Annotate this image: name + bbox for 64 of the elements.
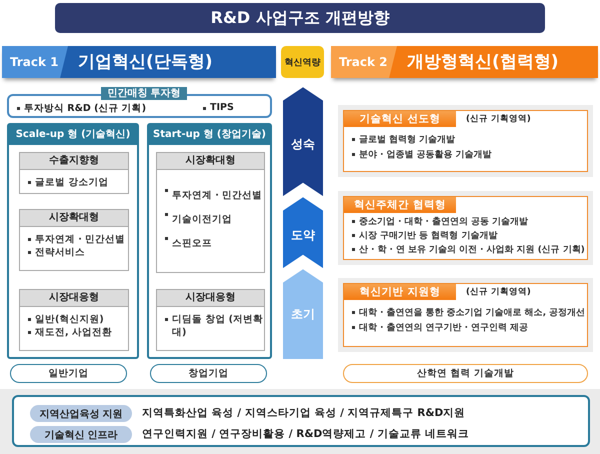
category-pill	[10, 364, 127, 383]
card-heading: 혁신주체간 협력형	[344, 197, 456, 213]
bullet-text: 투자방식 R&D (신규 기획)	[15, 102, 146, 115]
bullet-text: 스핀오프	[163, 232, 264, 256]
category-card	[156, 152, 265, 273]
track-tag: Track 1	[2, 46, 68, 78]
card-heading: 혁신기반 지원형	[344, 284, 456, 300]
title-banner: R&D 사업구조 개편방향	[55, 3, 545, 33]
stage-marker	[282, 86, 324, 198]
bullet-text: 글로벌 강소기업	[26, 176, 128, 189]
pill-label: 창업기업	[188, 367, 228, 380]
box-heading: 민간매칭 투자형	[101, 87, 187, 100]
note-text: (신규 기획영역)	[466, 286, 531, 298]
note-text: (신규 기획영역)	[466, 113, 531, 125]
track-header	[2, 46, 276, 78]
card-heading: 시장확대형	[157, 153, 264, 170]
category-card	[19, 289, 129, 351]
bullet-text: 분야 · 업종별 공동활용 기술개발	[350, 148, 492, 163]
side-text: 지역특화산업 육성 / 지역스타기업 육성 / 지역규제특구 R&D지원	[142, 406, 466, 420]
category-badge	[281, 46, 324, 78]
category-panel	[7, 123, 139, 359]
track-title: 기업혁신(단독형)	[78, 51, 213, 73]
card-heading: 시장대응형	[20, 290, 128, 307]
side-text: 연구인력지원 / 연구장비활용 / R&D역량제고 / 기술교류 네트워크	[142, 427, 470, 441]
category-card	[156, 289, 265, 351]
bullet-text: 재도전, 사업전환	[26, 326, 128, 339]
bullet-text: 대학 · 출연연의 연구기반 · 연구인력 제공	[350, 321, 586, 336]
stage-marker	[282, 196, 324, 270]
card-heading: 시장확대형	[20, 210, 128, 227]
bullet-text: 대학 · 출연연을 통한 중소기업 기술애로 해소, 공정개선	[350, 306, 586, 321]
stage-label: 성숙	[290, 136, 316, 153]
track-title: 개방형혁신(협력형)	[407, 51, 559, 73]
pill-label: 일반기업	[48, 367, 88, 380]
bullet-text: TIPS	[201, 102, 234, 113]
bullet-text: 일반(혁신지원)	[26, 313, 128, 326]
bullet-text: 투자연계 · 민간선별	[26, 233, 128, 246]
category-pill	[343, 364, 588, 383]
bullet-text: 전략서비스	[26, 246, 128, 259]
pill-label: 기술혁신 인프라	[44, 428, 118, 442]
stage-label: 도약	[290, 227, 316, 244]
bullet-text: 글로벌 협력형 기술개발	[350, 133, 492, 148]
card-heading: 기술혁신 선도형	[344, 111, 456, 127]
category-panel	[147, 123, 272, 359]
bullet-text: 디딤돌 창업 (저변확대)	[163, 313, 264, 339]
category-card	[19, 152, 129, 194]
bullet-text: 산 · 학 · 연 보유 기술의 이전 · 사업화 지원 (신규 기획)	[350, 243, 585, 257]
bullet-text: 투자연계 · 민간선별	[163, 184, 264, 208]
bullet-text: 중소기업 · 대학 · 출연연의 공동 기술개발	[350, 215, 585, 229]
info-panel	[12, 395, 590, 447]
track-header	[331, 46, 598, 78]
bullet-text: 기술이전기업	[163, 208, 264, 232]
category-card	[19, 209, 129, 271]
card-heading: 수출지향형	[20, 153, 128, 170]
pill-label: 산학연 협력 기술개발	[417, 367, 514, 380]
pill-label: 지역산업육성 지원	[39, 408, 123, 420]
track-tag: Track 2	[331, 46, 397, 78]
stage-label: 초기	[290, 306, 316, 323]
badge-label: 혁신역량	[284, 56, 320, 68]
category-pill	[150, 364, 267, 383]
stage-marker	[282, 268, 324, 360]
panel-heading: Start-up 형 (창업기술)	[149, 125, 270, 145]
bullet-text: 시장 구매기반 등 협력형 기술개발	[350, 229, 585, 243]
panel-heading: Scale-up 형 (기술혁신)	[9, 125, 137, 145]
card-heading: 시장대응형	[157, 290, 264, 307]
